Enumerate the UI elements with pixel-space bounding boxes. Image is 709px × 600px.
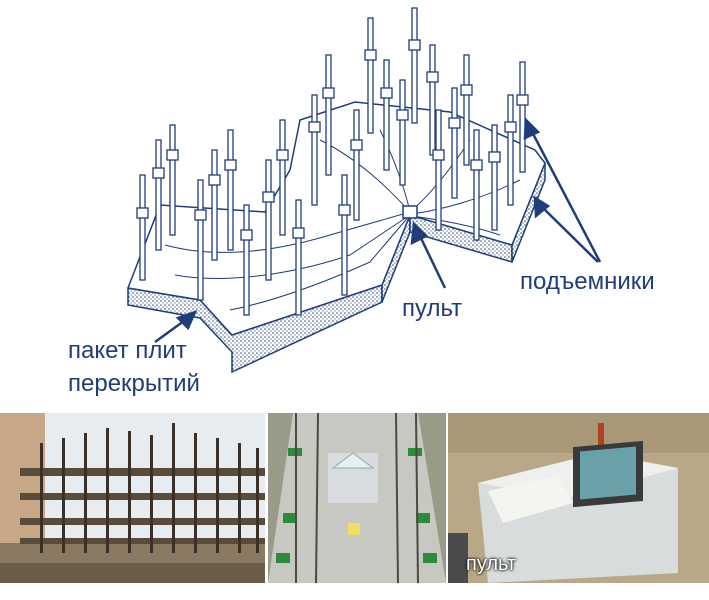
lifter-column [432, 109, 445, 231]
photo-caption-control-panel: пульт [466, 553, 517, 575]
lifter-column [396, 79, 409, 186]
lifter-column [470, 129, 483, 241]
lifter-column [516, 61, 529, 173]
lifter-column [166, 124, 179, 236]
label-slab-pack-line2: перекрытий [68, 370, 200, 397]
lifter-column [240, 204, 253, 316]
lifter-column [262, 159, 275, 281]
lifter-column [350, 109, 363, 221]
lifter-column [364, 17, 377, 134]
lifter-column [136, 174, 149, 281]
lifter-column [488, 124, 501, 231]
lifter-column [504, 94, 517, 206]
site-aerial-photo [268, 413, 446, 583]
lifter-column [152, 139, 165, 251]
lifter-column [380, 59, 393, 171]
lifter-column [194, 179, 207, 301]
building-frame-photo [0, 413, 265, 583]
lifter-column [460, 54, 473, 166]
label-lifters: подъемники [520, 268, 655, 295]
lifter-column [338, 174, 351, 296]
lifter-column [276, 119, 289, 236]
lifter-column [408, 7, 421, 124]
lifter-columns [136, 7, 529, 316]
lift-slab-diagram [126, 7, 602, 374]
lifter-column [308, 94, 321, 206]
lifter-column [208, 149, 221, 261]
control-cabinet-photo: пульт [448, 413, 709, 583]
control-panel-box [402, 205, 418, 219]
lifter-column [448, 87, 461, 199]
slab-pack [126, 101, 546, 374]
label-slab-pack-line1: пакет плит [68, 337, 187, 364]
lifter-column [224, 129, 237, 251]
lifter-column [322, 54, 335, 176]
pointer-arrows [154, 117, 602, 344]
lifter-column [292, 199, 305, 316]
label-control-panel: пульт [402, 295, 463, 322]
